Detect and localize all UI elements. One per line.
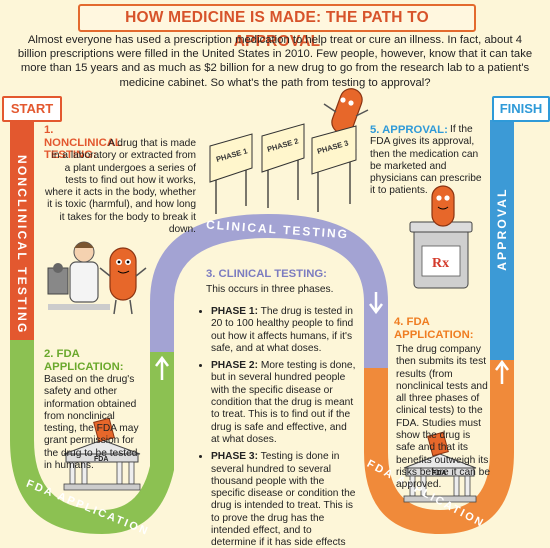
pill-character-lab (99, 247, 147, 315)
fda-application-left-band (10, 340, 174, 534)
phase2-label: PHASE 2: (211, 360, 258, 372)
building-label: FDA (94, 456, 108, 463)
step3-phase-list: PHASE 1: The drug is tested in 20 to 100… (200, 306, 358, 548)
nonclinical-band (10, 120, 34, 340)
page-title: HOW MEDICINE IS MADE: THE PATH TO APPROV… (125, 9, 429, 50)
phase2-item: PHASE 2: More testing is done, but in se… (211, 360, 358, 446)
step4-title: 4. FDA APPLICATION: (394, 316, 474, 341)
approval-band (490, 120, 514, 360)
start-tag: START (2, 96, 62, 122)
up-arrow-icon (155, 355, 169, 380)
prescription-jar-illustration: Rx (409, 185, 473, 289)
phase1-item: PHASE 1: The drug is tested in 20 to 100… (211, 306, 358, 355)
building-label: FDA (432, 470, 446, 477)
phase-signs: PHASE 1 PHASE 2 PHASE 3 (209, 123, 357, 214)
phase1-label: PHASE 1: (211, 306, 258, 317)
step3-intro: This occurs in three phases. (206, 284, 334, 295)
phase3-label: PHASE 3: (211, 451, 258, 463)
jar-label: Rx (432, 256, 449, 271)
scientist-illustration (47, 241, 110, 310)
clinical-testing-band (150, 214, 388, 368)
step4-text: The drug company then submits its test r… (396, 344, 490, 491)
step1-text: A drug that is made in a laboratory or e… (44, 138, 196, 236)
phase3-item: PHASE 3: Testing is done in several hund… (211, 451, 358, 548)
fda-building-right: FDA (403, 431, 477, 503)
up-arrow-icon (495, 359, 509, 384)
step2-title: 2. FDA APPLICATION: (44, 348, 124, 373)
step2-text: Based on the drug's safety and other inf… (44, 374, 139, 472)
title-banner: HOW MEDICINE IS MADE: THE PATH TO APPROV… (78, 4, 476, 50)
finish-tag: FINISH (492, 96, 550, 122)
intro-paragraph: Almost everyone has used a prescription … (17, 34, 533, 89)
fda-building-left: FDA (63, 417, 141, 491)
step5-title: 5. APPROVAL: (370, 124, 448, 136)
fda-application-right-band (364, 360, 514, 534)
phase3-text: Testing is done in several hundred to se… (211, 451, 356, 548)
step3-title: 3. CLINICAL TESTING: (206, 268, 327, 280)
phase1-text: The drug is tested in 20 to 100 healthy … (211, 306, 354, 354)
step5-text: If the FDA gives its approval, then the … (370, 124, 482, 197)
phase2-text: More testing is done, but in several hun… (211, 360, 356, 445)
down-arrow-icon (369, 292, 383, 315)
approval-band-label: APPROVAL (495, 187, 509, 271)
nonclinical-band-label: NONCLINICAL TESTING (15, 155, 29, 335)
step1-title: 1. NONCLINICAL TESTING: (44, 124, 122, 161)
